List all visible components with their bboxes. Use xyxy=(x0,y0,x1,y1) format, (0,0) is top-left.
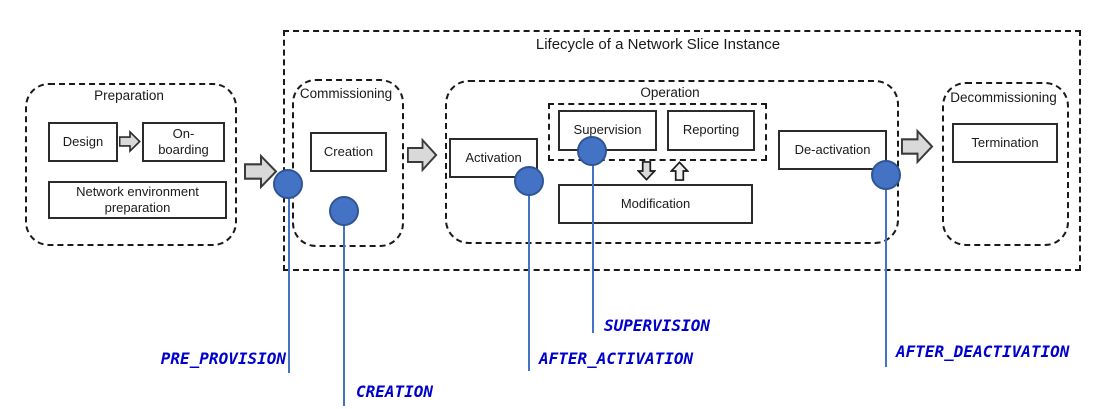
commissioning-to-operation-arrow-icon xyxy=(407,137,438,173)
pre-provision-marker-line xyxy=(288,197,290,373)
preparation-phase-box xyxy=(25,83,237,246)
diagram-title: Lifecycle of a Network Slice Instance xyxy=(535,36,781,53)
after-activation-marker-line xyxy=(528,194,530,371)
reporting-box: Reporting xyxy=(667,110,755,151)
pre-provision-label: PRE_PROVISION xyxy=(160,349,286,368)
operation-phase-label: Operation xyxy=(640,85,700,100)
network-environment-preparation-box: Network environment preparation xyxy=(48,181,227,219)
supervision-marker-circle xyxy=(577,136,607,166)
operation-to-decommissioning-arrow-icon xyxy=(901,128,934,165)
pre-provision-marker-circle xyxy=(273,169,303,199)
supervision-reporting-group-box xyxy=(548,103,767,161)
lifecycle-boundary-box xyxy=(283,30,1081,271)
after-activation-marker-circle xyxy=(514,166,544,196)
creation-label: CREATION xyxy=(356,382,434,401)
supervision-box: Supervision xyxy=(558,110,657,151)
after-deactivation-marker-circle xyxy=(871,160,901,190)
preparation-to-commissioning-arrow-icon xyxy=(244,153,278,190)
operation-phase-box xyxy=(445,80,899,244)
creation-marker-circle xyxy=(329,196,359,226)
decommissioning-phase-box xyxy=(942,82,1069,246)
creation-marker-line xyxy=(343,224,345,406)
onboarding-box: On- boarding xyxy=(142,122,225,162)
supervision-label: SUPERVISION xyxy=(604,316,710,335)
modification-to-supervision-up-arrow-icon xyxy=(670,161,689,181)
termination-box: Termination xyxy=(952,123,1058,163)
design-to-onboarding-arrow-icon xyxy=(119,130,141,153)
creation-box: Creation xyxy=(310,132,387,172)
commissioning-phase-box xyxy=(292,79,404,247)
preparation-phase-label: Preparation xyxy=(94,88,164,103)
after-deactivation-marker-line xyxy=(885,188,887,367)
commissioning-phase-label: Commissioning xyxy=(299,86,393,101)
after-activation-label: AFTER_ACTIVATION xyxy=(539,349,694,368)
decommissioning-phase-label: Decommissioning xyxy=(950,90,1057,105)
deactivation-box: De-activation xyxy=(778,130,887,170)
modification-box: Modification xyxy=(558,184,753,224)
supervision-marker-line xyxy=(592,164,594,333)
after-deactivation-label: AFTER_DEACTIVATION xyxy=(896,342,1070,361)
design-box: Design xyxy=(48,122,118,162)
supervision-to-modification-down-arrow-icon xyxy=(637,161,656,181)
